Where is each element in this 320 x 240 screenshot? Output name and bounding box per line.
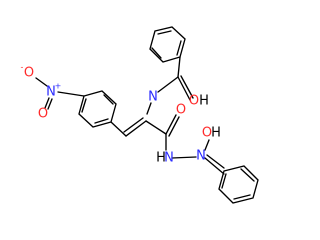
top-ring-to-carbonyl-bond — [177, 56, 181, 78]
amide-h-label: H — [199, 94, 209, 109]
nitro-n-o-bottom-bond — [44, 97, 50, 109]
molecule-structure-diagram: O - N + O N O H O H N N O H — [21, 26, 259, 204]
amide-co-bond — [177, 76, 191, 101]
vinyl-to-ring-bond — [110, 121, 127, 137]
nitro-n-charge: + — [55, 82, 62, 91]
hydrazide-o-label: O — [202, 126, 212, 141]
n-to-alkene-bond — [146, 102, 152, 115]
ketone-co-bond — [165, 114, 177, 135]
hydrazide-h-label: H — [156, 151, 166, 166]
nitro-o-left-label: O — [24, 66, 34, 81]
hydrazide-n1-label: N — [164, 151, 174, 166]
hydrazide-nn-bond — [171, 156, 197, 159]
nitro-n-o-left-bond — [35, 77, 48, 87]
bottom-benzene-ring — [218, 165, 259, 204]
alkene-to-carbonyl-bond — [145, 120, 167, 135]
nitro-o-charge: - — [21, 63, 24, 72]
hydrazide-c-ring-bond — [204, 157, 225, 175]
nitrophenyl-ring — [78, 90, 117, 128]
amide-n-label: N — [148, 90, 158, 105]
amide-cn-bond — [157, 76, 179, 93]
ring-to-nitro-bond — [57, 91, 85, 97]
nitro-o-bottom-label: O — [38, 107, 48, 122]
alkene-double-bond — [125, 120, 147, 137]
amide-o-label: O — [189, 94, 199, 109]
structure-canvas: O - N + O N O H O H N N O H — [20, 26, 259, 204]
nitro-n-label: N — [46, 85, 56, 100]
hydrazide-oh-h-label: H — [211, 126, 221, 141]
carbonyl-o-label: O — [176, 103, 186, 118]
hydrazide-n2-label: N — [196, 149, 206, 164]
hydrazide-c-o-bond — [204, 139, 210, 151]
